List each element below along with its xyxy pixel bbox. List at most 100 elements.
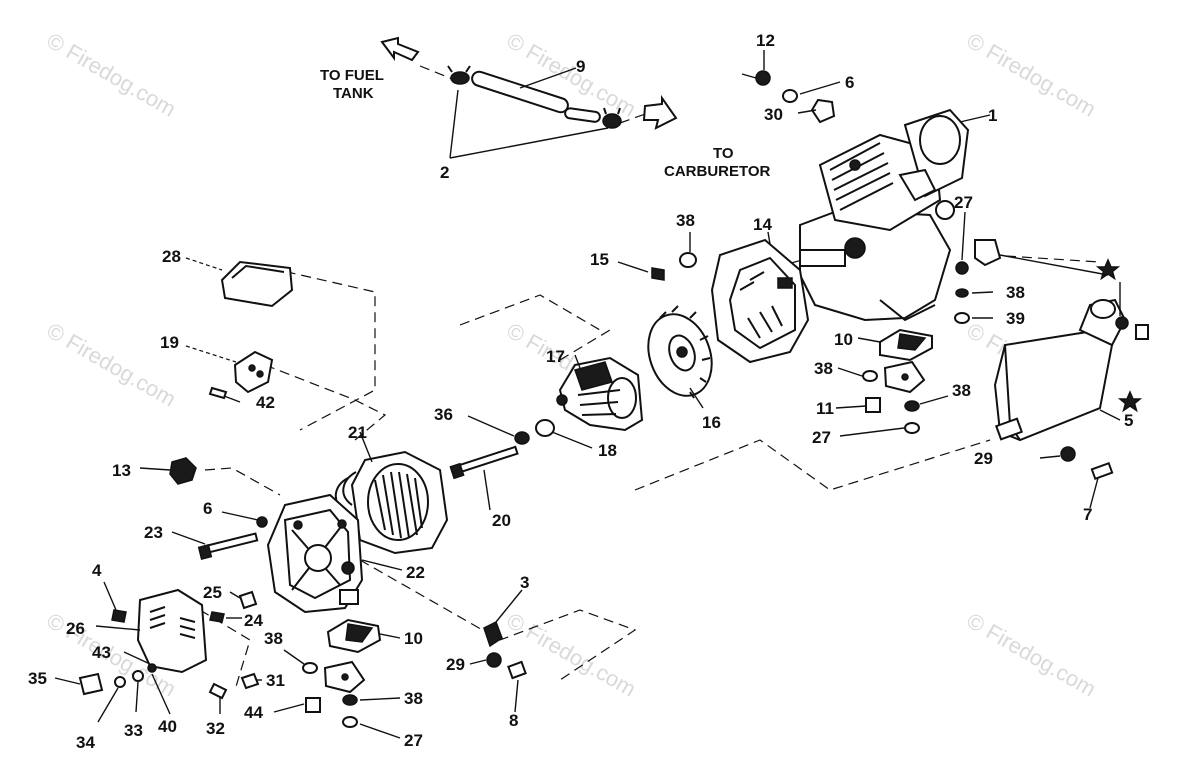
fuel-line-assembly	[380, 36, 678, 130]
washer-icon	[679, 252, 697, 268]
terminal-icon	[208, 682, 228, 700]
part-label-7: 7	[1083, 505, 1092, 524]
part-label-34: 34	[76, 733, 95, 752]
screw-icon	[209, 611, 225, 623]
part-label-20: 20	[492, 511, 511, 530]
engine-block	[799, 108, 970, 322]
bolt-icon	[865, 397, 881, 413]
part-label-39: 39	[1006, 309, 1025, 328]
bolt-icon	[305, 697, 321, 713]
part-label-18: 18	[598, 441, 617, 460]
nut-icon	[755, 70, 771, 86]
part-label-6: 6	[845, 73, 854, 92]
part-label-36: 36	[434, 405, 453, 424]
muffler	[974, 239, 1127, 442]
part-label-5: 5	[1124, 411, 1133, 430]
screw-icon	[651, 267, 665, 281]
small-parts	[78, 70, 1149, 728]
caption-carburetor-line1: TO	[713, 145, 734, 162]
part-label-42: 42	[256, 393, 275, 412]
clip-icon	[238, 590, 258, 610]
part-label-38: 38	[814, 359, 833, 378]
screw-icon	[111, 609, 127, 623]
washer-icon	[904, 422, 920, 434]
washer-icon	[147, 663, 157, 673]
part-label-12: 12	[756, 31, 775, 50]
part-label-13: 13	[112, 461, 131, 480]
part-label-9: 9	[576, 57, 585, 76]
watermark: © Firedog.com	[43, 28, 181, 122]
part-label-33: 33	[124, 721, 143, 740]
carburetor-arrow-icon	[642, 94, 678, 130]
part-label-4: 4	[92, 561, 102, 580]
washer-icon	[514, 431, 530, 445]
grommet	[169, 457, 197, 485]
part-label-24: 24	[244, 611, 263, 630]
part-label-38: 38	[264, 629, 283, 648]
fuel-tank-arrow-icon	[380, 36, 420, 62]
washer-icon	[535, 419, 555, 437]
part-labels: 1 2 3 4 5 6 6 7 8 9 10 10 11 12 13 14 15…	[28, 31, 1133, 752]
star-marker-icon	[1095, 258, 1121, 281]
watermark: © Firedog.com	[963, 28, 1101, 122]
fuel-line-hose-short	[564, 107, 601, 123]
washer-icon	[302, 662, 318, 674]
part-label-8: 8	[509, 711, 518, 730]
washer-icon	[862, 370, 878, 382]
part-label-28: 28	[162, 247, 181, 266]
watermark: © Firedog.com	[963, 608, 1101, 702]
part-label-43: 43	[92, 643, 111, 662]
part-label-6: 6	[203, 499, 212, 518]
end-bell-housing	[266, 493, 364, 614]
part-label-10: 10	[834, 330, 853, 349]
part-label-23: 23	[144, 523, 163, 542]
cover-plate	[220, 260, 294, 308]
part-label-27: 27	[404, 731, 423, 750]
washer-icon	[342, 716, 358, 728]
through-bolt	[456, 445, 519, 474]
spark-plug-boot	[810, 98, 836, 124]
end-cover	[136, 588, 208, 674]
part-label-38: 38	[676, 211, 695, 230]
nut-icon	[955, 261, 969, 275]
part-label-22: 22	[406, 563, 425, 582]
caption-carburetor-line2: CARBURETOR	[664, 163, 771, 180]
hose-clamp-icon	[602, 107, 622, 129]
part-label-26: 26	[66, 619, 85, 638]
part-label-40: 40	[158, 717, 177, 736]
part-label-29: 29	[446, 655, 465, 674]
terminal-block	[233, 350, 274, 394]
part-label-17: 17	[546, 347, 565, 366]
part-label-21: 21	[348, 423, 367, 442]
stator	[334, 450, 449, 555]
part-label-2: 2	[440, 163, 449, 182]
part-label-31: 31	[266, 671, 285, 690]
long-bolt	[203, 532, 259, 555]
clamp-icon	[483, 620, 503, 648]
part-label-38: 38	[952, 381, 971, 400]
part-label-44: 44	[244, 703, 263, 722]
part-label-14: 14	[753, 215, 772, 234]
captions: TO FUEL TANK TO CARBURETOR	[320, 67, 771, 180]
washer-icon	[782, 89, 798, 103]
hose-clamp-icon	[447, 65, 471, 85]
watermark: © Firedog.com	[43, 318, 181, 412]
part-label-19: 19	[160, 333, 179, 352]
bolt-icon	[1135, 324, 1149, 340]
leader-lines	[54, 50, 1121, 739]
terminal-icon	[240, 672, 260, 690]
fuel-line-hose	[471, 70, 569, 114]
part-label-38: 38	[404, 689, 423, 708]
watermark: © Firedog.com	[503, 608, 641, 702]
fan-flywheel	[647, 305, 713, 399]
part-label-27: 27	[954, 193, 973, 212]
nut-icon	[256, 516, 268, 528]
screw-icon	[208, 386, 228, 400]
brush-holder	[78, 672, 104, 696]
part-label-35: 35	[28, 669, 47, 688]
part-label-11: 11	[816, 399, 834, 418]
part-label-3: 3	[520, 573, 529, 592]
nut-icon	[1060, 446, 1076, 462]
caption-fuel-tank-line1: TO FUEL	[320, 67, 384, 84]
washer-icon	[955, 288, 969, 298]
